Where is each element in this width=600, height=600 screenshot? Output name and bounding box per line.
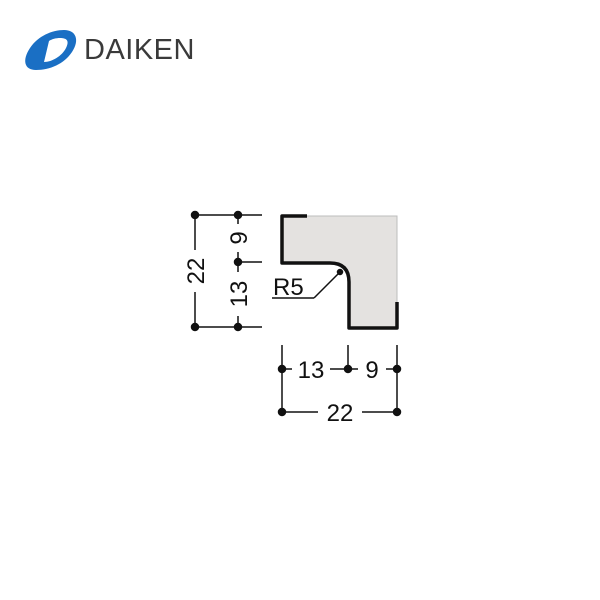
dim-vertical-total: 22 — [183, 258, 210, 285]
corner-profile-shape — [280, 214, 399, 330]
radius-label: R5 — [273, 274, 304, 301]
daiken-logo: DAIKEN — [22, 26, 202, 78]
horizontal-dimensions — [277, 345, 402, 417]
radius-leader — [272, 268, 344, 299]
dim-vertical-upper: 9 — [226, 231, 253, 244]
dim-horizontal-left: 13 — [298, 357, 325, 384]
dim-horizontal-total: 22 — [327, 400, 354, 427]
dim-vertical-lower: 13 — [226, 281, 253, 308]
vertical-dimensions — [190, 210, 262, 332]
brand-name: DAIKEN — [84, 34, 195, 66]
dim-horizontal-right: 9 — [365, 357, 378, 384]
daiken-swoosh-icon — [25, 30, 77, 70]
